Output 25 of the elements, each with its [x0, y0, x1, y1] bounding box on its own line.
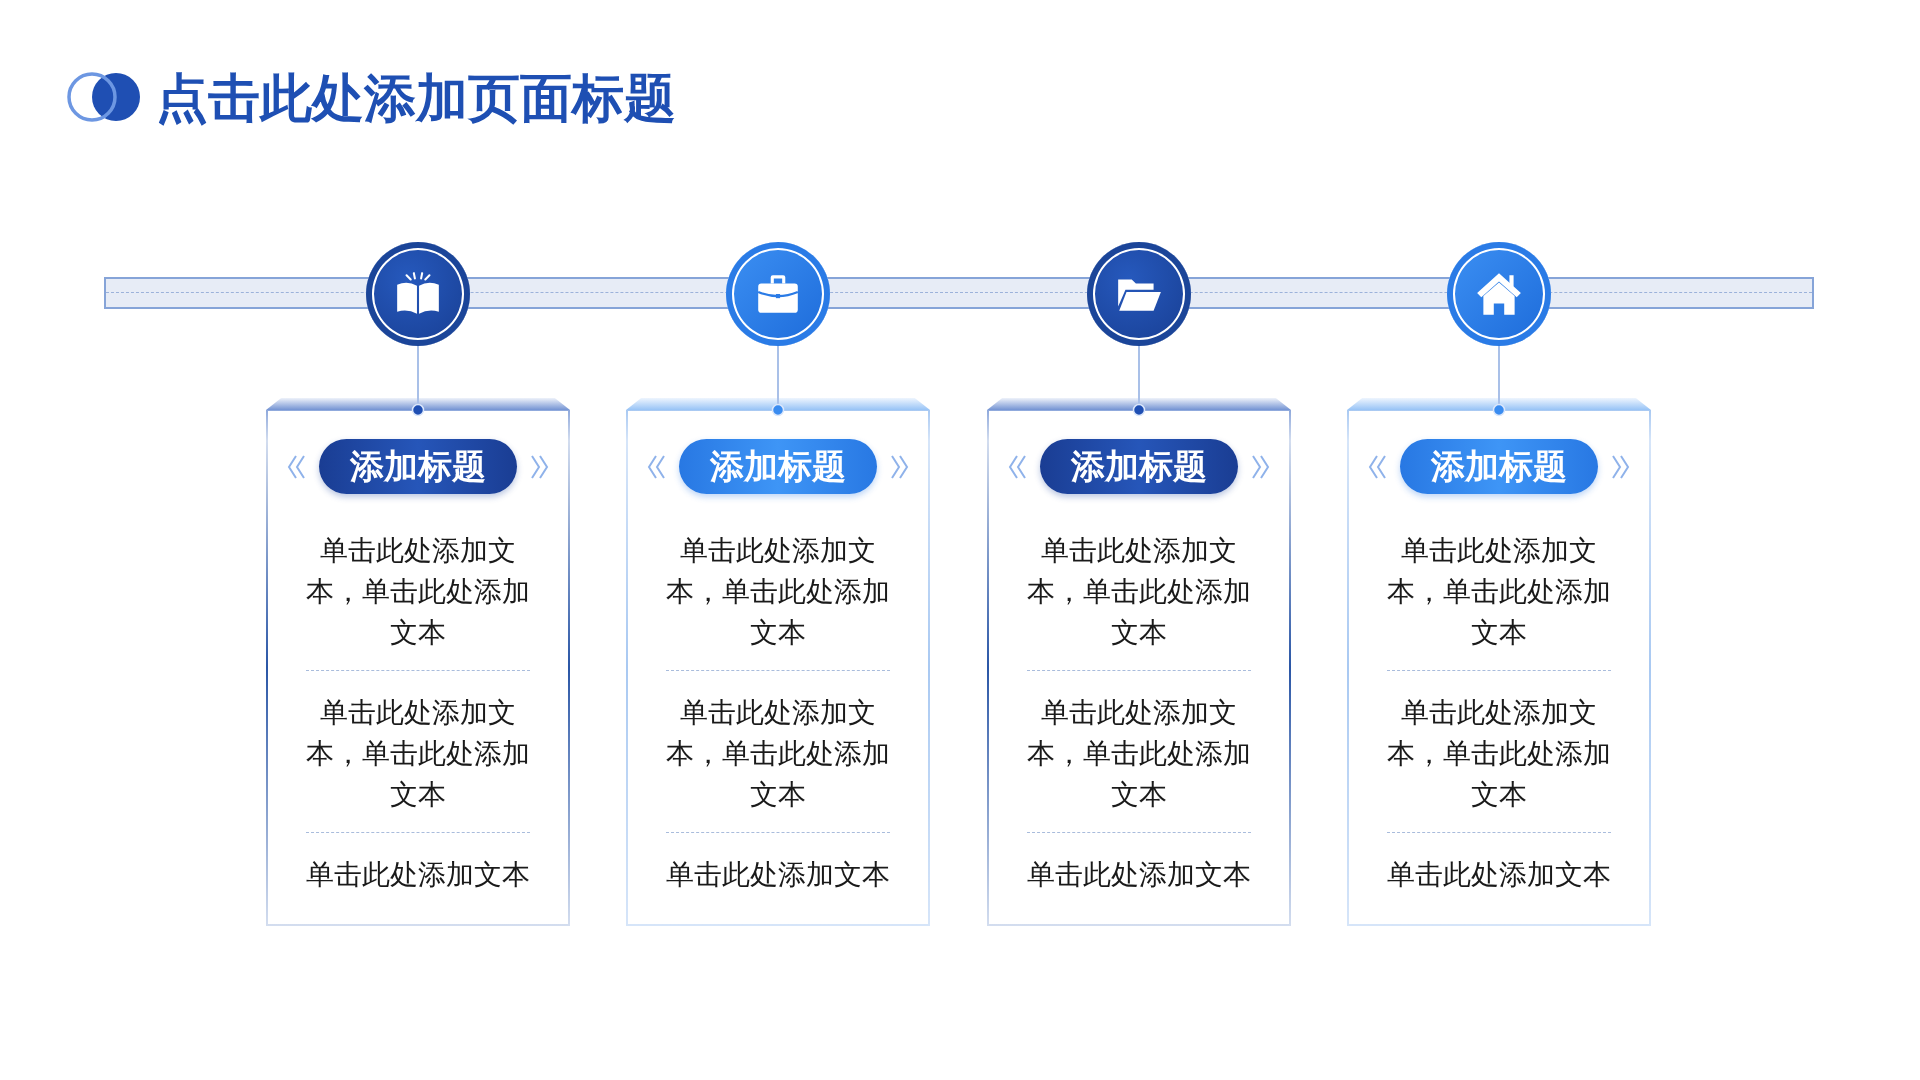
body-text: 单击此处添加文本，单击此处添加文本	[1386, 695, 1612, 813]
heading-pill: 添加标题	[319, 439, 517, 494]
heading-pill: 添加标题	[679, 439, 877, 494]
connector-line	[411, 345, 425, 417]
heading-pill: 添加标题	[1400, 439, 1598, 494]
body-text: 单击此处添加文本	[305, 857, 531, 893]
body-text: 单击此处添加文本	[1386, 857, 1612, 893]
text-card	[987, 410, 1291, 926]
body-text: 单击此处添加文本，单击此处添加文本	[305, 695, 531, 813]
body-text: 单击此处添加文本，单击此处添加文本	[1386, 533, 1612, 651]
text-card	[1347, 410, 1651, 926]
connector-line	[1492, 345, 1506, 417]
heading-pill: 添加标题	[1040, 439, 1238, 494]
text-card	[266, 410, 570, 926]
page-title: 点击此处添加页面标题	[156, 67, 676, 130]
body-text: 单击此处添加文本，单击此处添加文本	[665, 533, 891, 651]
body-text: 单击此处添加文本	[1026, 857, 1252, 893]
text-card	[626, 410, 930, 926]
body-text: 单击此处添加文本，单击此处添加文本	[665, 695, 891, 813]
connector-line	[1132, 345, 1146, 417]
body-text: 单击此处添加文本，单击此处添加文本	[1026, 695, 1252, 813]
body-text: 单击此处添加文本	[665, 857, 891, 893]
body-text: 单击此处添加文本，单击此处添加文本	[305, 533, 531, 651]
body-text: 单击此处添加文本，单击此处添加文本	[1026, 533, 1252, 651]
connector-line	[771, 345, 785, 417]
